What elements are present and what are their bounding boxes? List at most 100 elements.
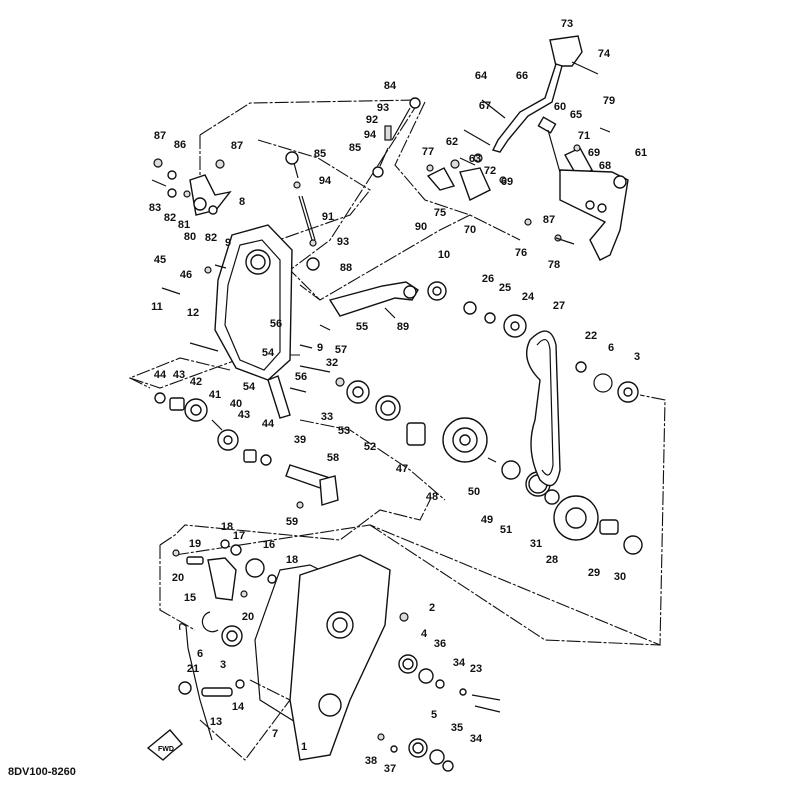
part-label-11: 11 [151, 301, 163, 313]
gear-train [154, 377, 643, 555]
part-label-26: 26 [482, 273, 494, 285]
part-label-87: 87 [154, 130, 166, 142]
part-label-90: 90 [415, 221, 427, 233]
part-label-46: 46 [180, 269, 192, 281]
part-label-85: 85 [314, 148, 326, 160]
part-label-23: 23 [470, 663, 482, 675]
part-label-34: 34 [470, 733, 483, 745]
linkage-rods [285, 97, 421, 271]
part-label-12: 12 [187, 307, 199, 319]
part-label-78: 78 [548, 259, 560, 271]
part-label-65: 65 [570, 109, 582, 121]
part-label-27: 27 [553, 300, 565, 312]
part-label-30: 30 [614, 571, 626, 583]
part-label-93: 93 [377, 102, 389, 114]
part-label-49: 49 [481, 514, 493, 526]
part-label-2: 2 [429, 602, 435, 614]
part-label-5: 5 [431, 709, 437, 721]
part-label-66: 66 [516, 70, 528, 82]
part-label-91: 91 [322, 211, 334, 223]
part-label-87: 87 [543, 214, 555, 226]
part-label-29: 29 [588, 567, 600, 579]
part-label-81: 81 [178, 219, 190, 231]
part-label-43: 43 [238, 409, 250, 421]
part-label-20: 20 [242, 611, 254, 623]
part-label-82: 82 [164, 212, 176, 224]
part-label-36: 36 [434, 638, 446, 650]
part-label-8: 8 [239, 196, 245, 208]
part-label-82: 82 [205, 232, 217, 244]
part-label-51: 51 [500, 524, 512, 536]
part-label-24: 24 [522, 291, 535, 303]
part-label-7: 7 [272, 728, 278, 740]
part-label-18: 18 [286, 554, 298, 566]
part-label-72: 72 [484, 165, 496, 177]
part-label-15: 15 [184, 592, 196, 604]
part-label-6: 6 [197, 648, 203, 660]
part-label-92: 92 [366, 114, 378, 126]
part-label-85: 85 [349, 142, 361, 154]
part-label-10: 10 [438, 249, 450, 261]
chain-and-sprocket [463, 301, 639, 487]
part-label-69: 69 [588, 147, 600, 159]
part-label-64: 64 [475, 70, 488, 82]
part-label-87: 87 [231, 140, 243, 152]
part-label-59: 59 [286, 516, 298, 528]
part-label-41: 41 [209, 389, 221, 401]
part-label-63: 63 [469, 153, 481, 165]
part-label-68: 68 [599, 160, 611, 172]
part-label-60: 60 [554, 101, 566, 113]
part-label-16: 16 [263, 539, 275, 551]
part-label-18: 18 [221, 521, 233, 533]
part-label-69: 69 [501, 176, 513, 188]
part-label-19: 19 [189, 538, 201, 550]
fwd-arrow-label: FWD [158, 746, 174, 753]
part-label-39: 39 [294, 434, 306, 446]
part-label-77: 77 [422, 146, 434, 158]
part-label-57: 57 [335, 344, 347, 356]
part-label-48: 48 [426, 491, 438, 503]
part-label-22: 22 [585, 330, 597, 342]
part-label-56: 56 [270, 318, 282, 330]
part-label-9: 9 [225, 237, 231, 249]
part-label-6: 6 [608, 342, 614, 354]
part-label-37: 37 [384, 763, 396, 775]
bracket-top-left [151, 158, 232, 216]
part-label-21: 21 [187, 663, 199, 675]
part-label-67: 67 [479, 100, 491, 112]
part-label-32: 32 [326, 357, 338, 369]
part-label-54: 54 [243, 381, 256, 393]
part-label-52: 52 [364, 441, 376, 453]
part-label-38: 38 [365, 755, 377, 767]
part-label-61: 61 [635, 147, 647, 159]
part-label-31: 31 [530, 538, 542, 550]
lower-gear-case [172, 539, 501, 772]
part-label-33: 33 [321, 411, 333, 423]
shift-lever-assembly [426, 35, 629, 261]
part-label-83: 83 [149, 202, 161, 214]
part-label-34: 34 [453, 657, 466, 669]
part-label-9: 9 [317, 342, 323, 354]
part-label-44: 44 [262, 418, 275, 430]
part-label-42: 42 [190, 376, 202, 388]
part-label-17: 17 [233, 530, 245, 542]
part-label-13: 13 [210, 716, 222, 728]
part-label-94: 94 [319, 175, 332, 187]
part-label-35: 35 [451, 722, 463, 734]
part-label-56: 56 [295, 371, 307, 383]
part-label-58: 58 [327, 452, 339, 464]
diagram-code: 8DV100-8260 [8, 766, 76, 778]
part-label-93: 93 [337, 236, 349, 248]
front-direction-arrow: FWD [146, 729, 184, 761]
part-label-75: 75 [434, 207, 446, 219]
gear-case-cover [161, 224, 293, 381]
part-label-3: 3 [220, 659, 226, 671]
part-label-44: 44 [154, 369, 167, 381]
part-label-70: 70 [464, 224, 476, 236]
part-label-25: 25 [499, 282, 511, 294]
part-label-62: 62 [446, 136, 458, 148]
part-label-74: 74 [598, 48, 611, 60]
part-label-89: 89 [397, 321, 409, 333]
part-label-14: 14 [232, 701, 245, 713]
part-label-84: 84 [384, 80, 397, 92]
